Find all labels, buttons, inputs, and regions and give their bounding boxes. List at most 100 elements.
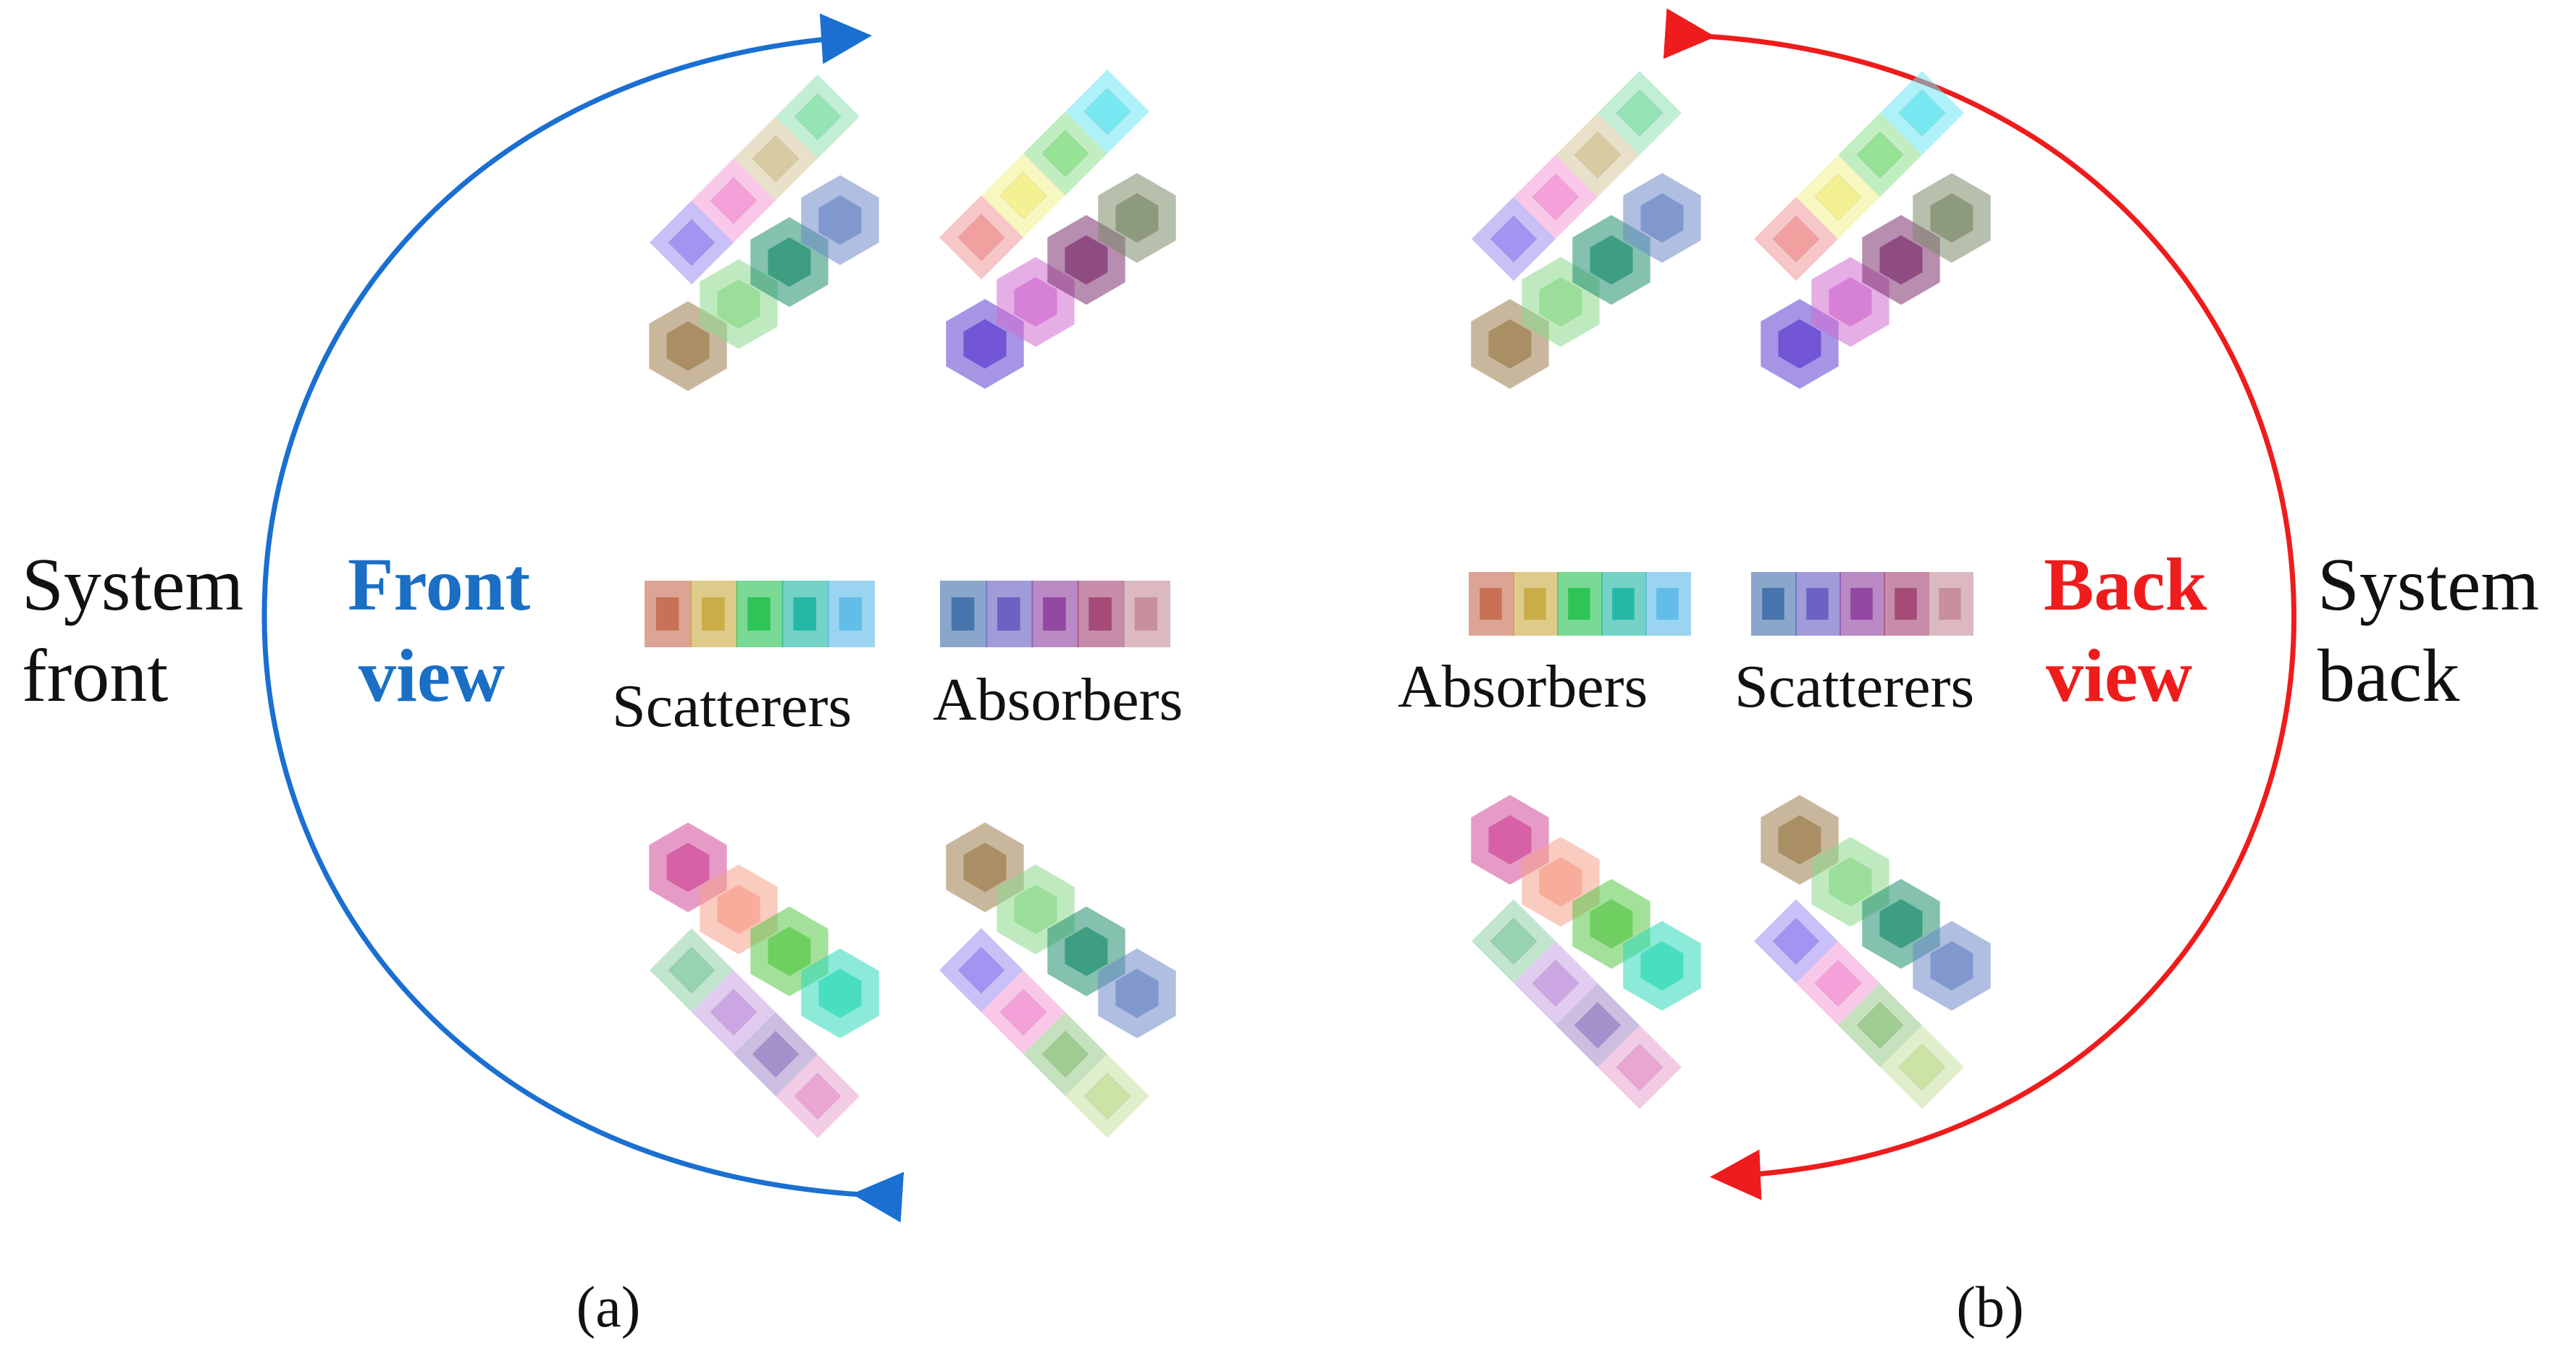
a-ll-hexes-3-inner <box>818 968 862 1019</box>
b-ul-squares-3-inner <box>1616 89 1664 137</box>
b-ul-hexes-3-inner <box>1640 193 1684 243</box>
b-lr-hexes-2-inner <box>1879 898 1923 949</box>
a-ul-squares-3-inner <box>794 93 842 140</box>
b-bar-scatterers-core-3 <box>1895 588 1917 620</box>
a-ur-squares-0-inner <box>957 214 1005 261</box>
element-shapes <box>645 70 1991 1138</box>
back-view-label-line1: Back <box>2044 543 2207 626</box>
a-ul-squares-2-inner <box>752 135 800 182</box>
a-ll-squares-2-inner <box>752 1030 800 1078</box>
front-view-label-line2: view <box>358 634 505 717</box>
b-bar-absorbers-core-4 <box>1656 588 1679 620</box>
b-bar-absorbers-core-0 <box>1480 588 1502 620</box>
a-ul-hexes-0-inner <box>666 321 710 371</box>
b-bar-scatterers-core-2 <box>1850 588 1873 620</box>
a-bar-scatterers-core-0 <box>655 597 679 631</box>
a-ll-hexes-1-inner <box>717 884 760 935</box>
system-front-label-line1: System <box>22 543 243 626</box>
b-lr-hexes-1-inner <box>1829 857 1872 907</box>
b-ll-hexes-1-inner <box>1539 857 1582 907</box>
system-back-label-line2: back <box>2317 634 2459 717</box>
a-lr-squares-2-inner <box>1041 1030 1089 1078</box>
b-ur-squares-3-inner <box>1898 89 1946 137</box>
a-lr-hexes-0-inner <box>963 842 1007 893</box>
b-ur-squares-2-inner <box>1856 131 1904 179</box>
back-view-rotation-arrow <box>1663 8 2296 1200</box>
b-bar-absorbers-core-2 <box>1568 588 1590 620</box>
a-ur-squares-3-inner <box>1083 88 1131 135</box>
a-ll-squares-3-inner <box>794 1072 842 1120</box>
panel-a-caption: (a) <box>576 1276 641 1339</box>
b-bar-absorbers-core-1 <box>1524 588 1546 620</box>
system-front-label-line2: front <box>22 634 168 717</box>
b-lr-squares-0-inner <box>1772 917 1820 965</box>
b-ll-squares-0-inner <box>1490 917 1537 965</box>
b-ll-squares-1-inner <box>1532 959 1579 1007</box>
b-ul-hexes-1-inner <box>1539 277 1582 327</box>
b-ll-hexes-0-inner <box>1488 815 1532 865</box>
b-lr-hexes-0-inner <box>1778 815 1821 865</box>
b-bar-scatterers-core-0 <box>1762 588 1784 620</box>
panel-b-absorbers-label: Absorbers <box>1398 653 1648 720</box>
a-ll-squares-1-inner <box>710 988 758 1036</box>
b-ll-squares-2-inner <box>1574 1001 1621 1049</box>
a-bar-absorbers-core-2 <box>1043 597 1066 631</box>
b-ur-hexes-1-inner <box>1829 277 1872 327</box>
a-ul-hexes-1-inner <box>717 279 760 329</box>
a-ur-hexes-2-inner <box>1065 235 1108 285</box>
b-ur-hexes-0-inner <box>1778 319 1821 369</box>
a-ll-hexes-2-inner <box>768 926 811 977</box>
a-ll-hexes-0-inner <box>666 842 710 893</box>
b-ul-hexes-0-inner <box>1488 319 1532 369</box>
b-ul-hexes-2-inner <box>1590 235 1633 285</box>
a-lr-hexes-2-inner <box>1065 926 1108 977</box>
a-lr-hexes-1-inner <box>1014 884 1057 935</box>
a-bar-scatterers-core-4 <box>839 597 863 631</box>
b-bar-absorbers-core-3 <box>1612 588 1635 620</box>
a-lr-hexes-3-inner <box>1115 968 1159 1019</box>
a-bar-scatterers-core-1 <box>702 597 725 631</box>
a-ul-hexes-2-inner <box>768 237 811 287</box>
a-bar-absorbers-core-3 <box>1088 597 1112 631</box>
a-lr-squares-3-inner <box>1083 1072 1131 1120</box>
a-lr-squares-1-inner <box>999 988 1047 1036</box>
a-ul-squares-1-inner <box>710 177 758 224</box>
a-ur-squares-2-inner <box>1041 130 1089 177</box>
a-ur-hexes-0-inner <box>963 319 1007 369</box>
back-view-label-line2: view <box>2046 634 2192 717</box>
a-ul-squares-0-inner <box>668 219 716 266</box>
a-bar-scatterers-core-3 <box>793 597 816 631</box>
a-lr-squares-0-inner <box>957 946 1005 994</box>
a-ur-hexes-3-inner <box>1115 193 1159 243</box>
b-ll-hexes-2-inner <box>1590 898 1633 949</box>
a-bar-absorbers-core-1 <box>997 597 1020 631</box>
a-ur-hexes-1-inner <box>1014 277 1057 327</box>
a-ur-squares-1-inner <box>999 172 1047 219</box>
b-lr-squares-3-inner <box>1898 1043 1946 1091</box>
front-view-label-line1: Front <box>348 543 531 626</box>
a-bar-scatterers-core-2 <box>747 597 771 631</box>
b-lr-squares-1-inner <box>1814 959 1862 1007</box>
a-bar-absorbers-core-0 <box>951 597 975 631</box>
b-ur-hexes-2-inner <box>1879 235 1923 285</box>
b-ll-squares-3-inner <box>1616 1043 1664 1091</box>
system-back-label-line1: System <box>2317 543 2539 626</box>
b-lr-hexes-3-inner <box>1930 940 1973 991</box>
b-ur-squares-0-inner <box>1772 215 1820 263</box>
a-ll-squares-0-inner <box>668 946 716 994</box>
b-bar-scatterers-core-4 <box>1939 588 1961 620</box>
a-bar-absorbers-core-4 <box>1134 597 1158 631</box>
panel-a-scatterers-label: Scatterers <box>612 673 852 740</box>
panel-b-caption: (b) <box>1956 1276 2023 1339</box>
b-lr-squares-2-inner <box>1856 1001 1904 1049</box>
b-ul-squares-1-inner <box>1532 173 1579 221</box>
b-ur-hexes-3-inner <box>1930 193 1973 243</box>
b-ul-squares-0-inner <box>1490 215 1537 263</box>
panel-b-scatterers-label: Scatterers <box>1734 653 1974 720</box>
b-ll-hexes-3-inner <box>1640 940 1684 991</box>
b-ul-squares-2-inner <box>1574 131 1621 179</box>
b-bar-scatterers-core-1 <box>1806 588 1829 620</box>
b-ur-squares-1-inner <box>1814 173 1862 221</box>
